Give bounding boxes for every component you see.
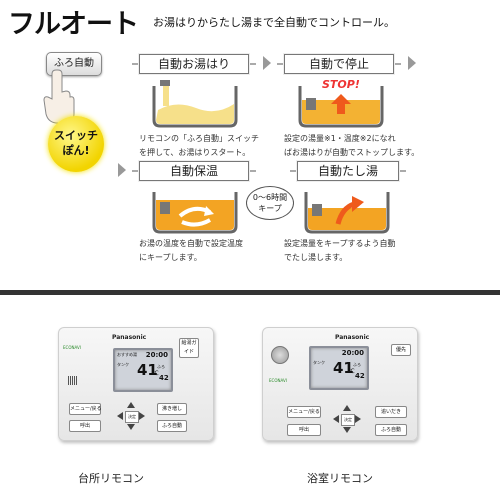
confirm-button[interactable]: 決定 bbox=[341, 414, 355, 426]
lcd-header: おすすめ湯 bbox=[117, 352, 137, 357]
lcd-unit: ℃ bbox=[348, 368, 355, 375]
step-auto-topup-desc: 設定湯量をキープするよう自動 でたし湯します。 bbox=[284, 237, 396, 265]
arrow-down-icon[interactable] bbox=[343, 427, 351, 433]
bathtub-keep-warm-icon bbox=[152, 192, 238, 234]
eco-icon: ECONAVI bbox=[269, 378, 287, 383]
lcd-furo-label: ふろ bbox=[157, 364, 165, 369]
step-auto-topup-desc-line1: 設定湯量をキープするよう自動 bbox=[284, 239, 396, 248]
step-auto-fill-desc-line1: リモコンの「ふろ自動」スイッチ bbox=[139, 134, 259, 143]
step-auto-stop-desc-line1: 設定の湯量※1・温度※2になれ bbox=[284, 134, 396, 143]
speaker-grille bbox=[68, 376, 78, 385]
menu-back-button[interactable]: メニュー/戻る bbox=[287, 406, 321, 418]
flow-arrow-right-icon bbox=[118, 163, 126, 177]
brand-logo: Panasonic bbox=[335, 334, 370, 341]
brand-logo: Panasonic bbox=[112, 334, 147, 341]
step-auto-stop-title: 自動で停止 bbox=[277, 54, 401, 74]
flow-arrow-right-icon bbox=[263, 56, 271, 70]
arrow-left-icon[interactable] bbox=[117, 412, 123, 420]
priority-button[interactable]: 優先 bbox=[391, 344, 411, 356]
step-auto-fill-desc-line2: を押して、お湯はりスタート。 bbox=[139, 148, 251, 157]
eco-icon: ECONAVI bbox=[63, 345, 81, 350]
arrow-up-icon[interactable] bbox=[127, 402, 135, 408]
step-keep-warm-desc-line1: お湯の温度を自動で設定温度 bbox=[139, 239, 243, 248]
lcd-unit: ℃ bbox=[152, 370, 159, 377]
bathroom-remote-caption: 浴室リモコン bbox=[307, 472, 373, 485]
water-guide-button[interactable]: 給湯ガイド bbox=[179, 338, 199, 358]
kitchen-remote-caption: 台所リモコン bbox=[78, 472, 144, 485]
lcd-furo-label: ふろ bbox=[353, 362, 361, 367]
flow-arrow-right-icon bbox=[408, 56, 416, 70]
lcd-bath-temperature: 42 bbox=[159, 374, 169, 382]
direction-pad[interactable]: 決定 bbox=[117, 402, 145, 430]
lcd-display: 20:00 タンク ふろ 41 ℃ 42 bbox=[309, 346, 369, 390]
step-auto-fill-title: 自動お湯はり bbox=[132, 54, 256, 74]
switch-badge: スイッチ ぽん! bbox=[48, 116, 104, 172]
confirm-button[interactable]: 決定 bbox=[125, 411, 139, 423]
bathtub-stop-icon bbox=[298, 86, 384, 128]
kitchen-remote: Panasonic ECONAVI 給湯ガイド おすすめ湯 20:00 タンク … bbox=[58, 327, 214, 441]
switch-badge-line1: スイッチ bbox=[54, 129, 98, 142]
keep-hours-badge: 0〜6時間 キープ bbox=[246, 186, 294, 220]
keep-hours-line2: キープ bbox=[258, 204, 282, 213]
furo-auto-remote-button[interactable]: ふろ自動 bbox=[157, 420, 187, 432]
reheat-button[interactable]: 沸き増し bbox=[157, 403, 187, 415]
page-title: フルオート bbox=[8, 9, 139, 40]
lcd-temperature: 41 bbox=[333, 359, 354, 377]
stop-label: STOP! bbox=[322, 78, 360, 91]
reheat-button[interactable]: 追いだき bbox=[375, 406, 407, 418]
sensor-icon bbox=[271, 346, 289, 364]
step-keep-warm-title: 自動保温 bbox=[132, 161, 256, 181]
keep-hours-line1: 0〜6時間 bbox=[252, 193, 288, 202]
arrow-down-icon[interactable] bbox=[127, 424, 135, 430]
furo-auto-remote-button[interactable]: ふろ自動 bbox=[375, 424, 407, 436]
lcd-tank-label: タンク bbox=[117, 362, 129, 367]
step-auto-stop-desc-line2: ばお湯はりが自動でストップします。 bbox=[284, 148, 420, 157]
step-keep-warm-desc-line2: にキープします。 bbox=[139, 253, 202, 262]
bathroom-remote: Panasonic ECONAVI 優先 20:00 タンク ふろ 41 ℃ 4… bbox=[262, 327, 418, 441]
direction-pad[interactable]: 決定 bbox=[333, 405, 361, 433]
lcd-time: 20:00 bbox=[145, 351, 168, 359]
step-keep-warm-desc: お湯の温度を自動で設定温度 にキープします。 bbox=[139, 237, 243, 265]
bathtub-filling-icon bbox=[152, 80, 238, 128]
arrow-right-icon[interactable] bbox=[139, 412, 145, 420]
arrow-up-icon[interactable] bbox=[343, 405, 351, 411]
arrow-left-icon[interactable] bbox=[333, 415, 339, 423]
lcd-tank-label: タンク bbox=[313, 360, 325, 365]
lcd-time: 20:00 bbox=[341, 349, 364, 357]
step-auto-fill-desc: リモコンの「ふろ自動」スイッチ を押して、お湯はりスタート。 bbox=[139, 132, 259, 160]
lcd-display: おすすめ湯 20:00 タンク ふろ 41 ℃ 42 bbox=[113, 348, 173, 392]
call-button[interactable]: 呼出 bbox=[287, 424, 321, 436]
menu-back-button[interactable]: メニュー/戻る bbox=[69, 403, 102, 415]
page-subtitle: お湯はりからたし湯まで全自動でコントロール。 bbox=[153, 16, 395, 29]
arrow-right-icon[interactable] bbox=[355, 415, 361, 423]
step-auto-stop-desc: 設定の湯量※1・温度※2になれ ばお湯はりが自動でストップします。 bbox=[284, 132, 419, 160]
step-auto-topup-desc-line2: でたし湯します。 bbox=[284, 253, 348, 262]
lcd-bath-temperature: 42 bbox=[355, 372, 365, 380]
switch-badge-line2: ぽん! bbox=[62, 144, 90, 157]
lcd-temperature: 41 bbox=[137, 361, 158, 379]
section-divider bbox=[0, 290, 500, 295]
bathtub-topup-icon bbox=[304, 192, 390, 234]
call-button[interactable]: 呼出 bbox=[69, 420, 101, 432]
step-auto-topup-title: 自動たし湯 bbox=[290, 161, 406, 181]
